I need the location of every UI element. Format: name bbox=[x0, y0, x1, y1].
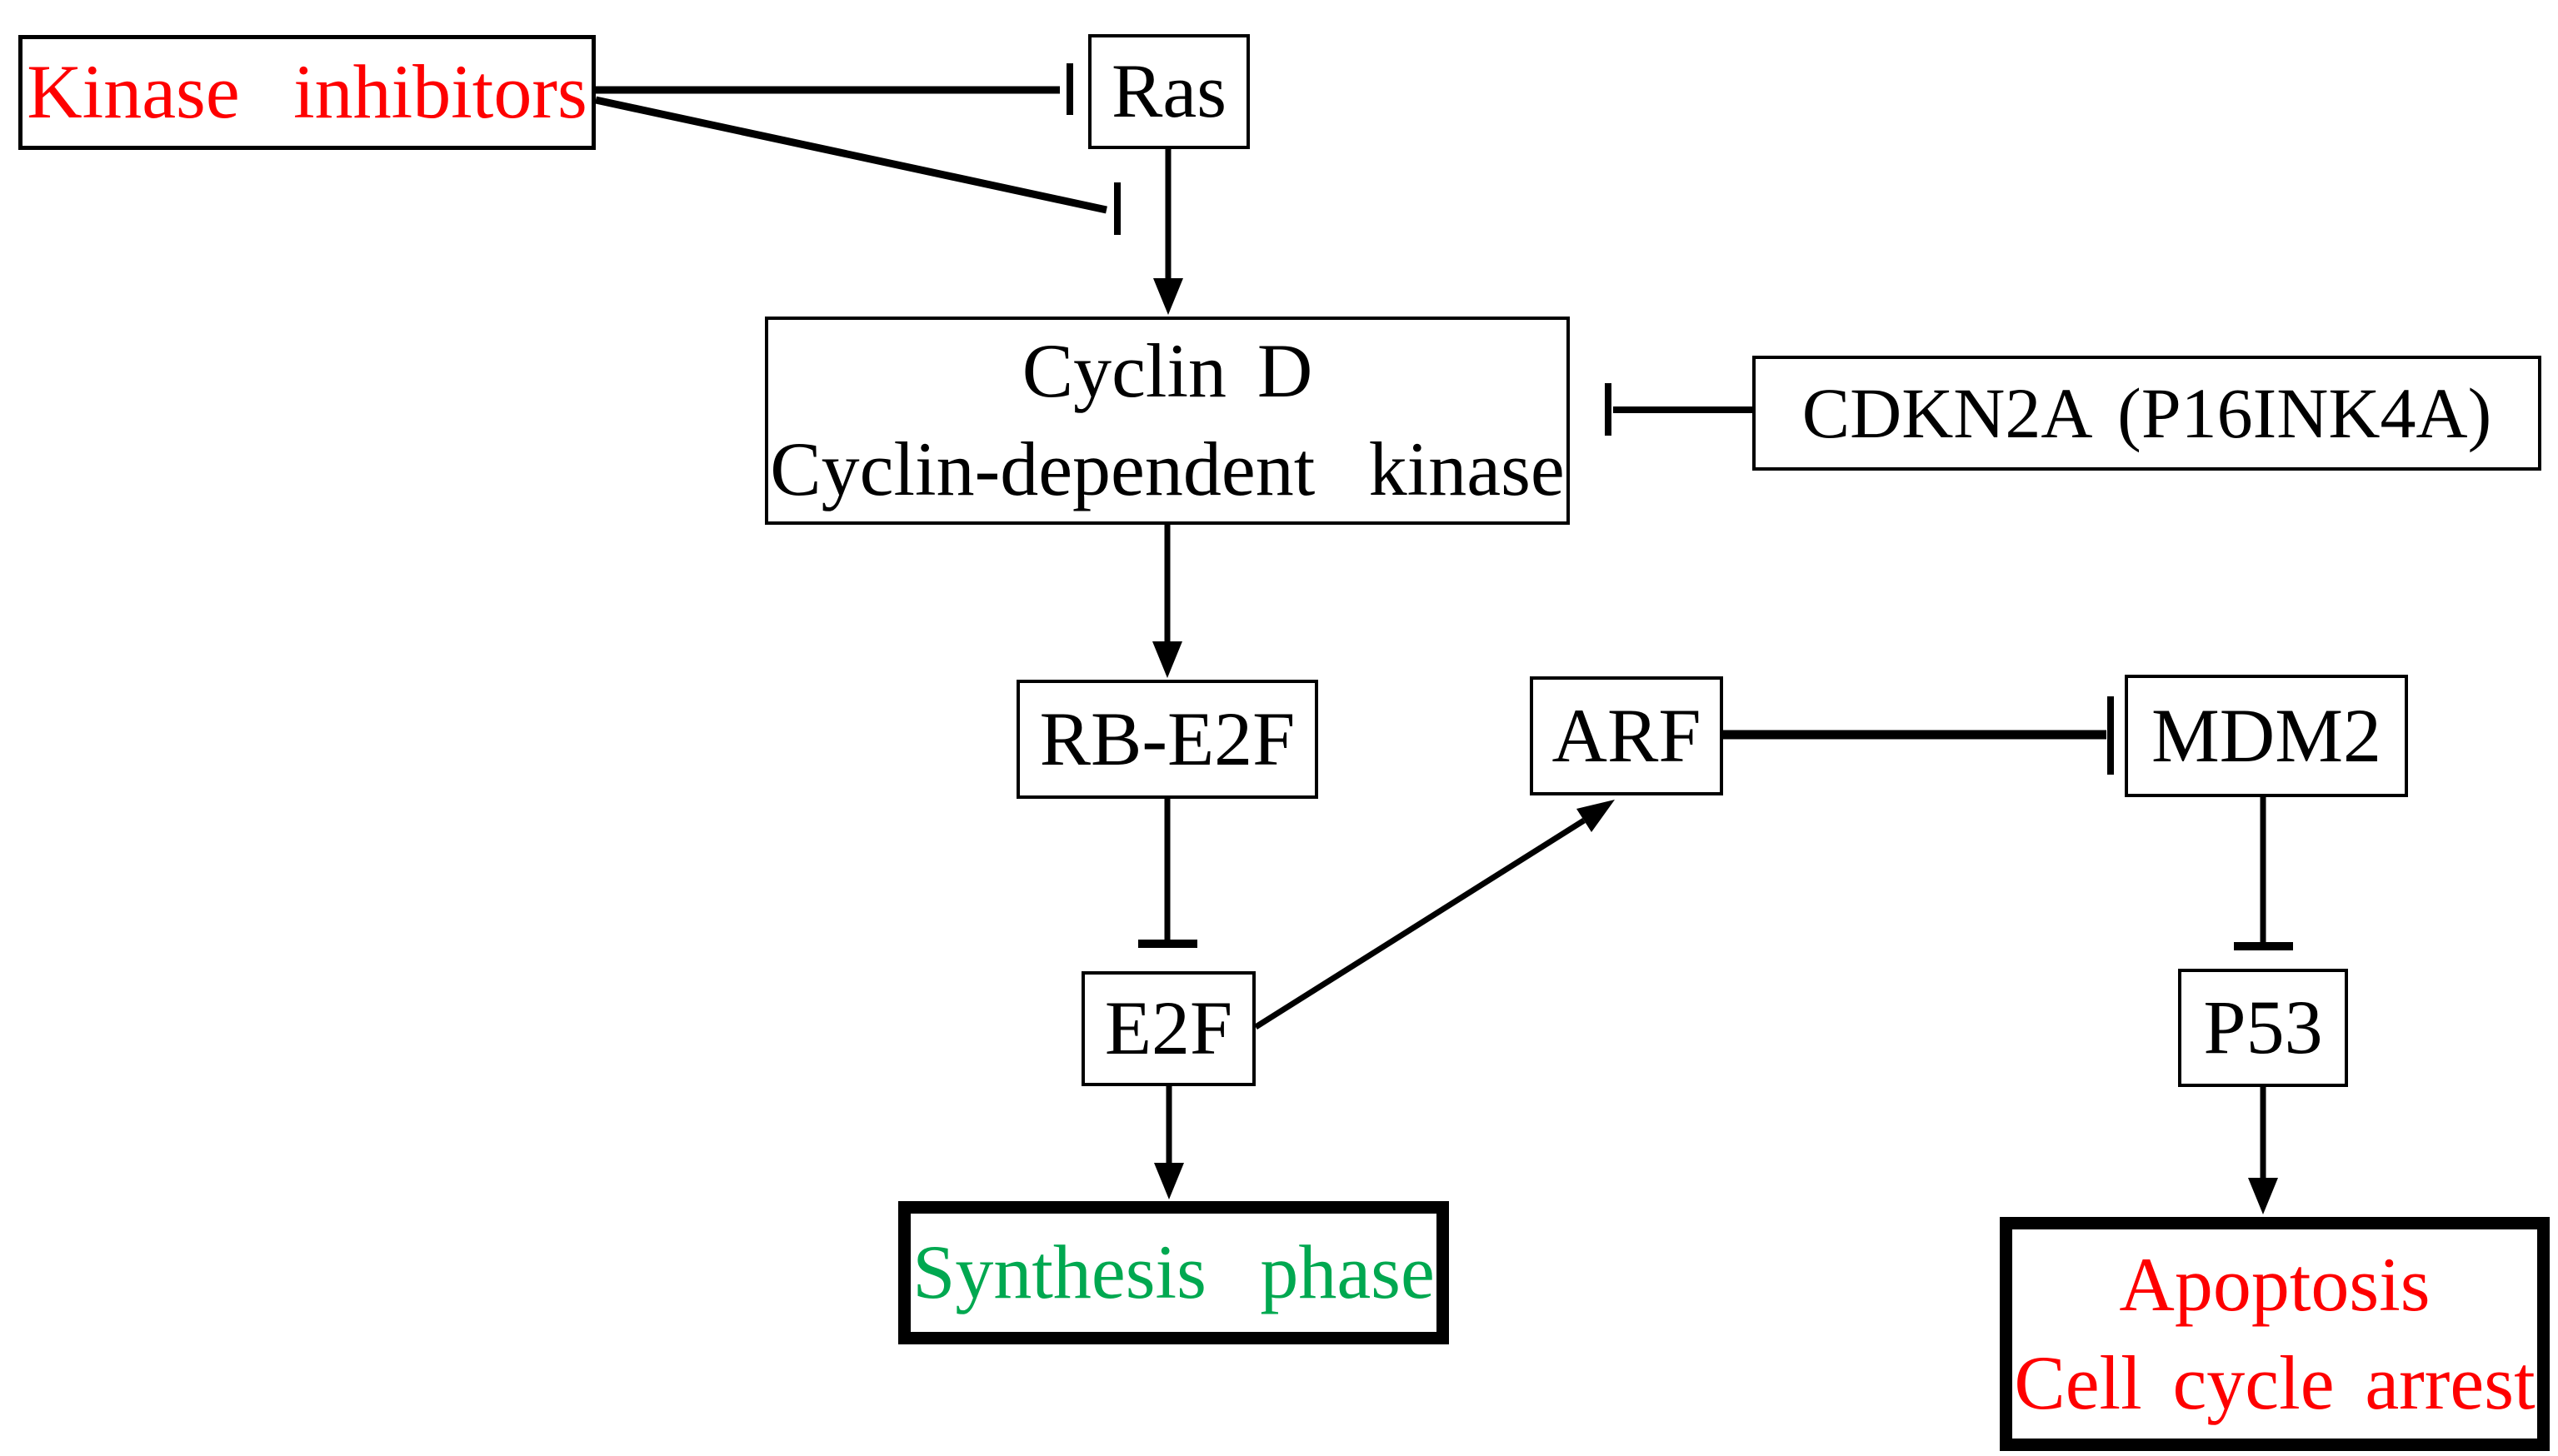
inhibition-line-kinase-to-pathway bbox=[595, 96, 1107, 214]
node-rb-e2f-label: RB-E2F bbox=[1039, 696, 1296, 781]
arrowhead-ras-to-cyclin bbox=[1153, 278, 1183, 315]
node-apoptosis-line2: Cell cycle arrest bbox=[2014, 1339, 2536, 1425]
edge-ras-to-cyclin bbox=[1153, 149, 1183, 315]
edge-arf-to-mdm2 bbox=[1723, 696, 2114, 775]
node-p53-label: P53 bbox=[2203, 985, 2323, 1070]
edge-p53-to-apoptosis bbox=[2248, 1087, 2278, 1214]
arrowhead-e2f-to-arf bbox=[1576, 800, 1615, 832]
edge-kinase-inhibitors-to-ras bbox=[596, 63, 1073, 115]
node-mdm2: MDM2 bbox=[2125, 675, 2408, 797]
arrowhead-cyclin-to-rbe2f bbox=[1152, 641, 1182, 678]
arrowhead-e2f-to-synthesis bbox=[1154, 1163, 1184, 1199]
node-cdkn2a-label: CDKN2A (P16INK4A) bbox=[1801, 372, 2492, 453]
node-cyclin-d-cdk: Cyclin D Cyclin-dependent kinase bbox=[765, 317, 1570, 525]
node-synthesis-phase-label: Synthesis phase bbox=[912, 1229, 1435, 1315]
node-apoptosis-line1: Apoptosis bbox=[2119, 1241, 2431, 1327]
node-e2f: E2F bbox=[1082, 971, 1256, 1086]
edge-e2f-to-synthesis bbox=[1154, 1086, 1184, 1199]
node-arf: ARF bbox=[1530, 676, 1723, 795]
node-ras-label: Ras bbox=[1112, 48, 1227, 134]
edge-cyclin-to-rbe2f bbox=[1152, 525, 1182, 678]
node-mdm2-label: MDM2 bbox=[2151, 692, 2382, 778]
node-cdkn2a: CDKN2A (P16INK4A) bbox=[1752, 356, 2541, 471]
node-ras: Ras bbox=[1088, 34, 1250, 149]
node-arf-label: ARF bbox=[1551, 692, 1701, 778]
edge-e2f-to-arf bbox=[1254, 800, 1615, 1030]
activation-line-e2f-to-arf bbox=[1254, 818, 1586, 1030]
edge-mdm2-to-p53 bbox=[2234, 797, 2293, 950]
node-e2f-label: E2F bbox=[1104, 985, 1233, 1071]
node-synthesis-phase: Synthesis phase bbox=[898, 1201, 1449, 1344]
edge-cdkn2a-to-cyclin bbox=[1605, 383, 1752, 436]
edge-kinase-inhibitors-to-pathway bbox=[595, 96, 1121, 235]
node-p53: P53 bbox=[2178, 969, 2348, 1087]
node-rb-e2f: RB-E2F bbox=[1017, 680, 1318, 799]
node-kinase-inhibitors: Kinase inhibitors bbox=[18, 35, 596, 150]
edge-rbe2f-to-e2f bbox=[1138, 799, 1197, 948]
node-apoptosis-cell-cycle-arrest: Apoptosis Cell cycle arrest bbox=[2000, 1217, 2550, 1451]
node-cyclin-line1: Cyclin D bbox=[1022, 328, 1313, 414]
node-kinase-inhibitors-label: Kinase inhibitors bbox=[27, 49, 587, 135]
node-cyclin-line2: Cyclin-dependent kinase bbox=[770, 426, 1565, 511]
arrowhead-p53-to-apoptosis bbox=[2248, 1178, 2278, 1214]
